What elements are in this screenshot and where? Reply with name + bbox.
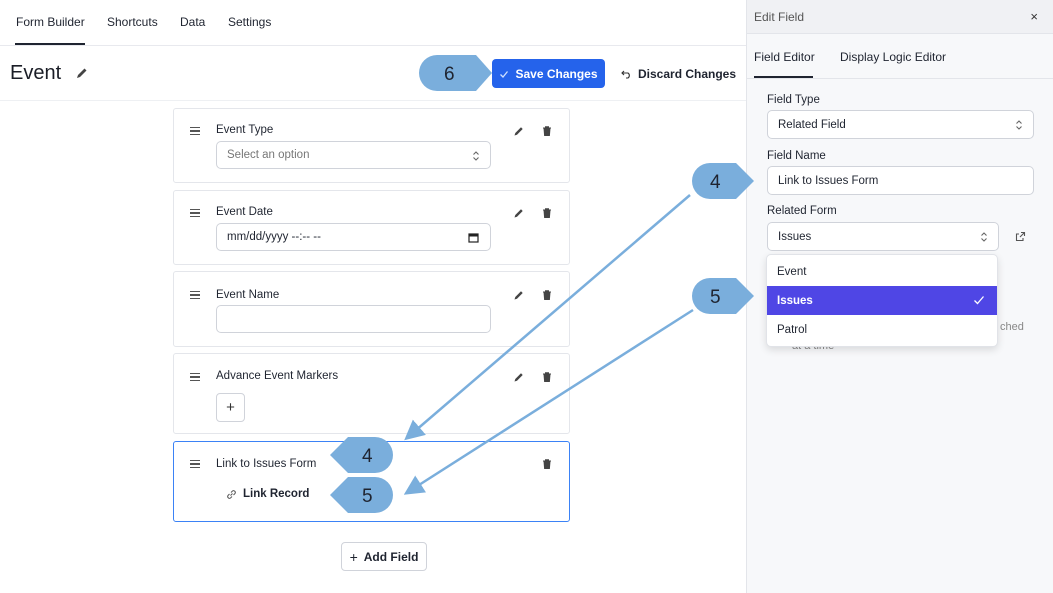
chevron-updown-icon [1016,120,1022,130]
hint-text: ched [1000,321,1024,333]
tab-display-logic-editor[interactable]: Display Logic Editor [840,50,947,64]
event-date-input[interactable]: mm/dd/yyyy --:-- -- [216,223,491,251]
option-label: Issues [777,294,813,307]
trash-icon[interactable] [541,125,553,137]
form-builder-app: Form Builder Shortcuts Data Settings Eve… [0,0,746,571]
active-tab-indicator [754,76,813,78]
save-changes-button[interactable]: Save Changes [492,59,605,88]
active-tab-indicator [15,43,85,45]
field-type-label: Field Type [767,94,820,106]
trash-icon[interactable] [541,207,553,219]
tab-field-editor[interactable]: Field Editor [754,50,815,64]
field-type-select[interactable]: Related Field [767,110,1034,139]
field-label: Event Date [216,206,273,218]
external-link-icon[interactable] [1015,231,1026,242]
field-card-advance-event-markers[interactable]: Advance Event Markers + [173,353,570,434]
pencil-icon[interactable] [513,289,525,301]
select-placeholder: Select an option [227,149,310,161]
related-form-dropdown: Event Issues Patrol [766,254,998,347]
drag-handle-icon[interactable] [190,127,200,136]
check-icon [500,70,509,78]
save-changes-label: Save Changes [515,66,598,81]
field-name-input[interactable]: Link to Issues Form [767,166,1034,195]
page-title: Event [10,62,62,84]
field-label: Event Type [216,124,274,136]
tab-form-builder[interactable]: Form Builder [16,15,85,29]
chevron-updown-icon [981,232,987,242]
drag-handle-icon[interactable] [190,460,200,469]
trash-icon[interactable] [541,458,553,470]
plus-icon: + [349,548,358,565]
field-card-event-date[interactable]: Event Date mm/dd/yyyy --:-- -- [173,190,570,265]
divider [747,78,1053,79]
chevron-updown-icon [473,151,479,161]
trash-icon[interactable] [541,289,553,301]
related-form-label: Related Form [767,205,837,217]
add-marker-button[interactable]: + [216,393,245,422]
top-navigation: Form Builder Shortcuts Data Settings [0,0,746,46]
tab-data[interactable]: Data [180,15,206,29]
title-bar: Event Save Changes Discard Changes [0,46,746,101]
field-card-event-name[interactable]: Event Name [173,271,570,347]
dropdown-option-patrol[interactable]: Patrol [777,323,808,336]
link-record-label: Link Record [243,488,310,500]
add-field-label: Add Field [363,549,419,564]
panel-title: Edit Field [754,10,805,24]
calendar-icon[interactable] [468,232,479,243]
pencil-icon[interactable] [513,371,525,383]
discard-changes-label: Discard Changes [638,66,737,81]
field-type-value: Related Field [778,118,846,131]
pencil-icon[interactable] [513,125,525,137]
pencil-icon[interactable] [513,207,525,219]
event-type-select[interactable]: Select an option [216,141,491,169]
field-label: Advance Event Markers [216,370,339,382]
field-card-event-type[interactable]: Event Type Select an option [173,108,570,183]
drag-handle-icon[interactable] [190,291,200,300]
field-name-value: Link to Issues Form [778,174,879,187]
dropdown-option-issues[interactable]: Issues [767,286,997,315]
dropdown-option-event[interactable]: Event [777,265,807,278]
drag-handle-icon[interactable] [190,209,200,218]
add-field-button[interactable]: + Add Field [341,542,427,571]
event-name-input[interactable] [216,305,491,333]
pencil-icon[interactable] [75,66,89,80]
trash-icon[interactable] [541,371,553,383]
date-value: mm/dd/yyyy --:-- -- [227,231,321,243]
close-icon[interactable]: × [1030,9,1038,24]
link-record-button[interactable]: Link Record [226,488,309,500]
discard-changes-button[interactable]: Discard Changes [621,59,736,88]
field-label: Link to Issues Form [216,458,317,470]
related-form-value: Issues [778,230,812,243]
field-name-label: Field Name [767,150,826,162]
plus-icon: + [226,399,235,416]
related-form-select[interactable]: Issues [767,222,999,251]
tab-shortcuts[interactable]: Shortcuts [107,15,158,29]
field-label: Event Name [216,289,280,301]
link-icon [227,489,236,499]
tab-settings[interactable]: Settings [228,15,272,29]
panel-header: Edit Field × [747,0,1053,34]
drag-handle-icon[interactable] [190,373,200,382]
undo-icon [621,70,630,79]
field-card-link-to-issues-form[interactable]: Link to Issues Form Link Record [173,441,570,522]
check-icon [974,296,984,305]
